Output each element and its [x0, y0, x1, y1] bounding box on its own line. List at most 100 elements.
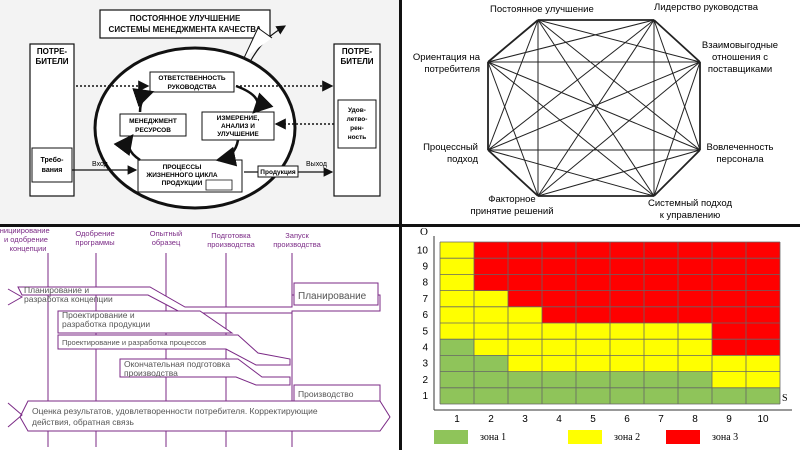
principle-link — [653, 19, 701, 63]
risk-cell — [678, 258, 712, 275]
risk-cell — [508, 339, 542, 356]
satisfaction-box — [337, 99, 377, 149]
left-consumers-label-2: БИТЕЛИ — [35, 57, 68, 66]
measurement-label-1: ИЗМЕРЕНИЕ, — [217, 115, 260, 122]
risk-cell — [678, 290, 712, 307]
principle-link — [487, 19, 539, 63]
risk-cell — [440, 339, 474, 356]
product-design-band — [57, 310, 234, 334]
legend-label-zone1: зона 1 — [480, 432, 506, 443]
risk-cell — [610, 323, 644, 340]
risk-cell — [440, 306, 474, 323]
risk-cell — [474, 371, 508, 388]
phase-header-initiation-3: концепции — [10, 244, 47, 253]
risk-cell — [712, 371, 746, 388]
risk-cell — [712, 355, 746, 372]
y-tick-label: 7 — [422, 294, 428, 305]
risk-cell — [542, 258, 576, 275]
risk-cell — [508, 306, 542, 323]
stage-evaluation-2: действия, обратная связь — [32, 417, 134, 427]
risk-cell — [542, 290, 576, 307]
risk-matrix-grid — [433, 236, 792, 411]
phase-header-approval-2: программы — [75, 238, 114, 247]
risk-cell — [610, 306, 644, 323]
panel-divider-horizontal — [0, 224, 800, 227]
risk-cell — [542, 323, 576, 340]
mgmt-responsibility-label-1: ОТВЕТСТВЕННОСТЬ — [158, 75, 226, 82]
principle-link — [653, 61, 701, 197]
y-tick-label: 4 — [422, 343, 428, 354]
y-tick-label: 5 — [422, 326, 428, 337]
product-realization-label-1: ПРОЦЕССЫ — [163, 164, 202, 171]
risk-cell — [576, 274, 610, 291]
x-tick-label: 5 — [590, 414, 596, 425]
principle-link — [487, 149, 539, 197]
measurement-label-2: АНАЛИЗ И — [221, 123, 255, 130]
risk-cell — [440, 242, 474, 259]
left-consumers-label-1: ПОТРЕ- — [37, 47, 68, 56]
risk-cell — [746, 323, 780, 340]
stage-planning-concept-1: Планирование и — [24, 285, 89, 295]
stage-production: Производство — [298, 389, 354, 399]
qm-principles-panel: Постоянное улучшение Лидерство руководст… — [400, 0, 800, 225]
product-label-box — [257, 165, 299, 178]
stage-planning-concept-2: разработка концепции — [24, 294, 113, 304]
risk-cell — [440, 387, 474, 404]
risk-cell — [542, 306, 576, 323]
resource-mgmt-label-2: РЕСУРСОВ — [135, 127, 171, 134]
risk-cell — [712, 339, 746, 356]
planning-ribbon-tail — [7, 288, 24, 306]
stage-final-preparation-1: Окончательная подготовка — [124, 359, 230, 369]
requirements-box — [31, 147, 73, 183]
risk-cell — [678, 371, 712, 388]
principle-leadership: Лидерство руководства — [654, 2, 759, 13]
legend-swatch-zone3 — [666, 430, 700, 444]
product-realization-label-3: ПРОДУКЦИИ — [162, 180, 203, 187]
y-tick-label: 10 — [417, 245, 429, 256]
risk-cell — [678, 355, 712, 372]
risk-cell — [440, 323, 474, 340]
cycle-arrow-4 — [132, 88, 155, 113]
cycle-arrow-2 — [215, 139, 240, 167]
risk-cell — [474, 290, 508, 307]
legend-label-zone3: зона 3 — [712, 432, 738, 443]
risk-cell — [644, 258, 678, 275]
final-preparation-band — [119, 358, 291, 386]
x-tick-label: 4 — [556, 414, 562, 425]
risk-cell — [678, 387, 712, 404]
risk-cell — [678, 274, 712, 291]
principle-process-approach-2: подход — [447, 154, 478, 165]
qms-diagram: ПОСТОЯННОЕ УЛУЧШЕНИЕ СИСТЕМЫ МЕНЕДЖМЕНТА… — [29, 9, 381, 210]
risk-cell — [678, 242, 712, 259]
feedback-ribbon-tail — [7, 402, 23, 428]
risk-cell — [440, 355, 474, 372]
right-consumers-label-2: БИТЕЛИ — [340, 57, 373, 66]
principle-link — [487, 19, 655, 63]
principle-supplier-relations-3: поставщиками — [708, 64, 772, 75]
phase-header-initiation-1: Инициирование — [0, 226, 50, 235]
principle-link — [653, 149, 701, 197]
risk-cell — [440, 274, 474, 291]
risk-cell — [508, 371, 542, 388]
risk-cell — [576, 387, 610, 404]
risk-cell — [712, 258, 746, 275]
risk-cell — [678, 306, 712, 323]
risk-cell — [746, 355, 780, 372]
risk-cell — [474, 323, 508, 340]
risk-cell — [508, 258, 542, 275]
principle-link — [487, 19, 539, 151]
principle-link — [537, 19, 701, 63]
phase-header-launch-1: Запуск — [285, 231, 309, 240]
risk-cell — [576, 323, 610, 340]
risk-cell — [474, 258, 508, 275]
risk-cell — [576, 355, 610, 372]
risk-cell — [610, 339, 644, 356]
principle-system-approach-1: Системный подход — [648, 198, 732, 209]
risk-matrix-cells — [440, 242, 780, 404]
legend-swatch-zone1 — [434, 430, 468, 444]
risk-cell — [712, 306, 746, 323]
x-tick-label: 6 — [624, 414, 630, 425]
risk-cell — [712, 323, 746, 340]
principle-link — [487, 61, 701, 151]
